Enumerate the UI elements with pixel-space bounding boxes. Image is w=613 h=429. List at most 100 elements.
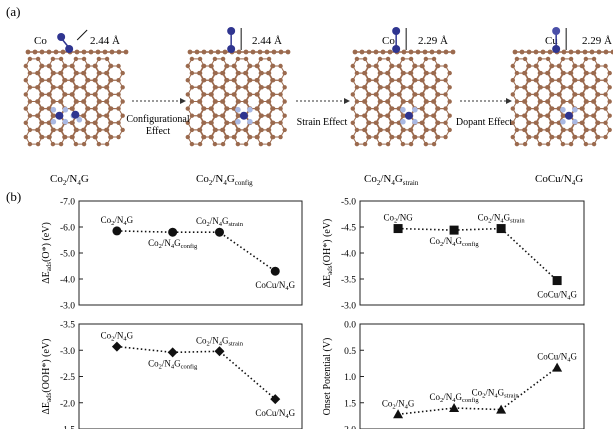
carbon-atom: [607, 113, 612, 118]
cobalt-atom: [55, 111, 64, 120]
carbon-atom: [213, 113, 218, 118]
cobalt-atom: [404, 111, 413, 120]
carbon-atom: [69, 92, 74, 97]
carbon-atom: [109, 49, 115, 55]
structure-co2n4g-config: 2.44 Å Co2/N4Gconfig: [185, 27, 291, 187]
carbon-atom: [278, 63, 283, 69]
structure-co2n4g: Co 2.44 Å Co2/N4G: [23, 29, 129, 187]
carbon-atom: [254, 120, 259, 126]
carbon-atom: [514, 85, 520, 90]
carbon-atom: [389, 78, 395, 83]
series-line: [398, 227, 558, 282]
arrow-label-line2: Effect: [146, 126, 170, 137]
y-tick-label: -3.5: [60, 321, 75, 331]
metal-label: Co: [382, 35, 395, 47]
carbon-atom: [378, 99, 383, 104]
carbon-atom: [224, 120, 230, 126]
carbon-atom: [220, 141, 226, 147]
data-point: [168, 227, 178, 237]
y-axis-label: ΔEads(O*) (eV): [41, 222, 53, 284]
carbon-atom: [424, 127, 429, 133]
carbon-atom: [373, 106, 378, 111]
carbon-atom: [359, 49, 365, 55]
carbon-atom: [545, 56, 551, 62]
carbon-atom: [236, 127, 241, 133]
carbon-atom: [603, 63, 608, 69]
carbon-atom: [447, 127, 452, 133]
carbon-atom: [97, 113, 102, 118]
carbon-atom: [366, 49, 372, 55]
carbon-atom: [51, 70, 56, 76]
y-tick-label: 0.5: [344, 347, 356, 357]
nitrogen-atom: [572, 118, 578, 125]
carbon-atom: [220, 70, 225, 76]
carbon-atom: [247, 78, 253, 83]
carbon-atom: [387, 49, 393, 55]
carbon-atom: [580, 63, 585, 69]
carbon-atom: [423, 141, 429, 147]
carbon-atom: [60, 49, 66, 55]
carbon-atom: [362, 113, 367, 118]
carbon-atom: [579, 134, 584, 140]
carbon-atom: [197, 141, 203, 147]
carbon-atom: [58, 141, 64, 147]
point-label: Co2/N4Gconfig: [148, 358, 198, 370]
carbon-atom: [104, 127, 109, 133]
carbon-atom: [81, 70, 86, 76]
carbon-atom: [435, 78, 441, 83]
nitrogen-atom: [400, 118, 406, 125]
structure-cocu-n4g: Cu 2.29 Å CoCu/N4G: [510, 27, 613, 187]
carbon-atom: [81, 141, 87, 147]
carbon-atom: [46, 92, 51, 97]
copper-atom: [552, 27, 561, 35]
nitrogen-atom: [50, 118, 57, 125]
carbon-atom: [282, 99, 287, 104]
y-tick-label: -2.0: [60, 399, 75, 409]
carbon-atom: [231, 134, 236, 140]
y-tick-label: -1.5: [60, 426, 75, 429]
carbon-atom: [429, 49, 435, 55]
carbon-atom: [270, 63, 275, 69]
carbon-atom: [202, 78, 207, 83]
carbon-atom: [74, 127, 79, 133]
carbon-atom: [108, 134, 114, 140]
carbon-atom: [447, 99, 452, 104]
carbon-atom: [603, 106, 608, 111]
carbon-atom: [35, 127, 40, 133]
carbon-atom: [266, 99, 271, 104]
carbon-atom: [116, 78, 121, 83]
carbon-atom: [278, 92, 283, 97]
carbon-atom: [70, 63, 75, 69]
carbon-atom: [185, 120, 190, 126]
carbon-atom: [412, 63, 417, 69]
carbon-atom: [424, 99, 429, 104]
carbon-atom: [568, 141, 574, 147]
carbon-atom: [519, 49, 525, 55]
bond-length-label: 2.44 Å: [252, 35, 282, 47]
carbon-atom: [95, 49, 101, 55]
series-line: [116, 230, 276, 272]
carbon-atom: [603, 92, 608, 97]
metal-label: Co: [34, 35, 47, 47]
carbon-atom: [510, 63, 515, 69]
carbon-atom: [97, 127, 102, 133]
carbon-atom: [92, 78, 97, 83]
carbon-atom: [354, 141, 360, 147]
carbon-atom: [69, 78, 74, 83]
carbon-atom: [443, 78, 448, 83]
carbon-atom: [401, 113, 406, 118]
carbon-atom: [236, 113, 241, 118]
carbon-atom: [556, 106, 561, 111]
carbon-atom: [50, 141, 56, 147]
carbon-atom: [266, 113, 271, 118]
carbon-atom: [104, 99, 109, 104]
carbon-atom: [373, 120, 378, 126]
carbon-atom: [258, 56, 264, 62]
carbon-atom: [51, 85, 56, 90]
carbon-atom: [74, 49, 80, 55]
carbon-atom: [74, 70, 79, 76]
carbon-atom: [185, 134, 190, 140]
data-point: [552, 276, 562, 286]
carbon-atom: [396, 106, 401, 111]
carbon-atom: [197, 70, 202, 76]
